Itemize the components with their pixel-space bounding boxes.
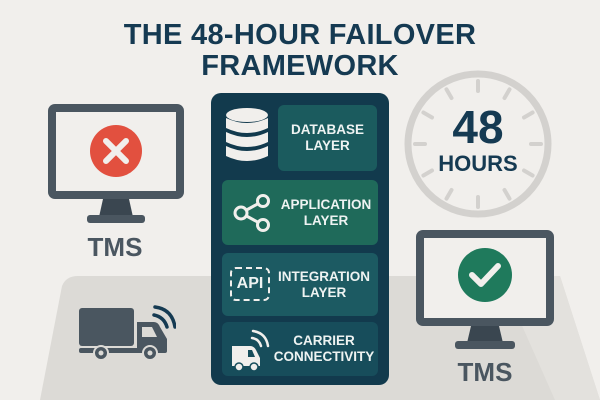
restored-tms-label: TMS (457, 357, 513, 387)
clock-readout: 48 HOURS (403, 69, 553, 219)
failover-layers-panel: DATABASE LAYER APPLICATION LAYER API INT… (211, 93, 389, 385)
share-nodes-icon (233, 194, 270, 232)
check-circle-icon (458, 248, 512, 302)
failed-tms-label: TMS (87, 232, 143, 262)
title-line-1: THE 48-HOUR FAILOVER (123, 19, 477, 51)
layer-carrier-line2: CONNECTIVITY (273, 349, 375, 364)
layer-integration-line1: INTEGRATION (278, 268, 370, 284)
clock-hours-unit: HOURS (438, 151, 518, 176)
clock-hours-number: 48 (452, 101, 504, 153)
layer-database-line2: LAYER (305, 138, 350, 153)
failed-tms-monitor (48, 104, 184, 223)
layer-application-line2: LAYER (303, 212, 349, 228)
layer-database: DATABASE LAYER (278, 105, 377, 171)
layer-application-line1: APPLICATION (280, 196, 372, 212)
layer-database-line1: DATABASE (291, 122, 364, 137)
database-icon (226, 108, 268, 161)
clock-icon (404, 70, 552, 218)
api-icon: API (230, 267, 270, 301)
title-line-2: FRAMEWORK (201, 50, 399, 82)
connected-truck-icon (232, 329, 270, 372)
page-title: THE 48-HOUR FAILOVER FRAMEWORK (0, 20, 600, 82)
layer-integration: API INTEGRATION LAYER (222, 253, 378, 316)
layer-carrier-line1: CARRIER (293, 333, 355, 348)
layer-application: APPLICATION LAYER (222, 180, 378, 245)
connected-truck-icon (79, 305, 176, 361)
restored-tms-monitor (416, 230, 554, 349)
layer-integration-line2: LAYER (301, 284, 347, 300)
layer-carrier-connectivity: CARRIER CONNECTIVITY (222, 322, 378, 376)
x-circle-icon (90, 125, 142, 177)
